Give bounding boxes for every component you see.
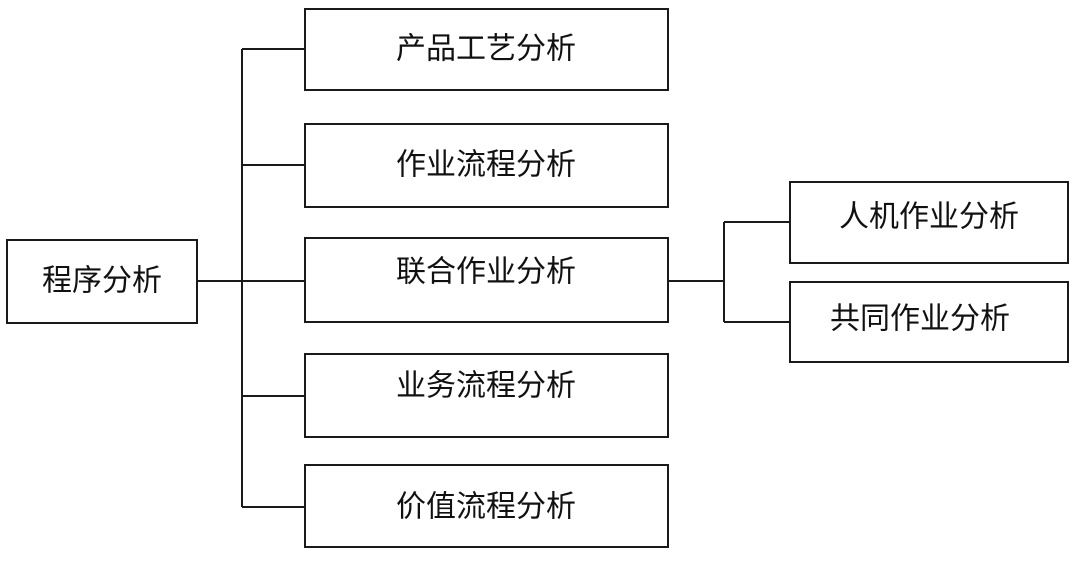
node-sub-2-box	[789, 281, 1069, 363]
node-root-label: 程序分析	[42, 264, 162, 299]
node-branch-2-label: 作业流程分析	[396, 148, 576, 183]
node-branch-5-label: 价值流程分析	[396, 490, 576, 525]
node-branch-5: 价值流程分析	[304, 464, 669, 548]
connectors-root	[197, 48, 305, 508]
node-branch-5-box	[304, 464, 669, 548]
node-root-box	[6, 239, 198, 324]
node-branch-4-label: 业务流程分析	[396, 369, 576, 404]
node-sub-1-label: 人机作业分析	[839, 200, 1019, 235]
connectors-sub	[668, 221, 790, 323]
node-sub-1: 人机作业分析	[789, 181, 1069, 264]
node-branch-1-label: 产品工艺分析	[396, 32, 576, 67]
node-sub-2: 共同作业分析	[789, 281, 1069, 363]
node-branch-1-box	[304, 8, 669, 91]
node-branch-4: 业务流程分析	[304, 353, 669, 438]
node-branch-2: 作业流程分析	[304, 123, 669, 208]
node-sub-1-box	[789, 181, 1069, 264]
node-branch-3-box	[304, 237, 669, 323]
node-branch-3-label: 联合作业分析	[396, 255, 576, 290]
node-branch-3: 联合作业分析	[304, 237, 669, 323]
node-sub-2-label: 共同作业分析	[830, 302, 1010, 337]
node-branch-4-box	[304, 353, 669, 438]
node-branch-1: 产品工艺分析	[304, 8, 669, 91]
node-branch-2-box	[304, 123, 669, 208]
node-root: 程序分析	[6, 239, 198, 324]
